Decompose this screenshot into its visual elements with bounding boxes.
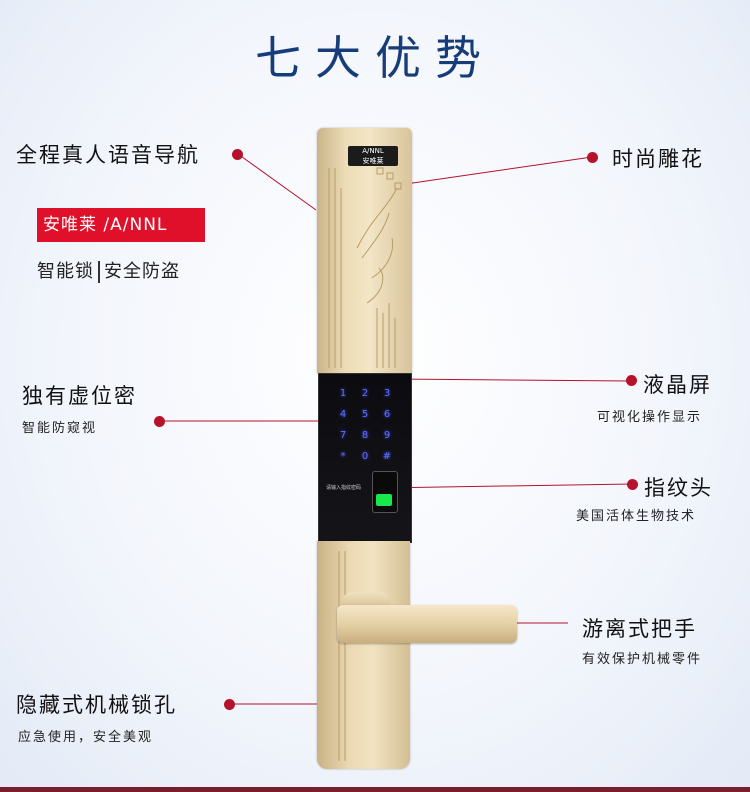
lock-lower-body bbox=[317, 541, 410, 769]
keypad-key: # bbox=[382, 451, 392, 462]
lcd-keypad-panel bbox=[318, 373, 412, 543]
feature-fingerprint-sub: 美国活体生物技术 bbox=[576, 509, 697, 524]
feature-fingerprint-dot bbox=[627, 479, 638, 490]
carving-pattern bbox=[328, 167, 402, 368]
feature-virtual-dot bbox=[154, 416, 165, 427]
brand-separator bbox=[98, 261, 100, 283]
keypad-key: 8 bbox=[361, 430, 369, 441]
feature-carving-dot bbox=[587, 152, 598, 163]
feature-keyhole-label: 隐藏式机械锁孔 bbox=[16, 693, 177, 717]
feature-fingerprint-label: 指纹头 bbox=[644, 476, 713, 500]
keypad-key: 2 bbox=[361, 388, 369, 399]
keypad-key: 0 bbox=[361, 451, 369, 462]
lock-logo: A/NNL 安唯莱 bbox=[350, 146, 396, 166]
keypad: 1 2 3 4 5 6 7 8 9 * 0 # bbox=[332, 388, 398, 462]
lock-logo-brand: A/NNL bbox=[362, 147, 384, 155]
feature-keyhole-sub: 应急使用，安全美观 bbox=[18, 730, 154, 745]
feature-virtual-sub: 智能防窥视 bbox=[22, 421, 98, 436]
keypad-key: 3 bbox=[383, 388, 391, 399]
lower-pattern bbox=[338, 551, 346, 761]
brand-slogan-left: 智能锁 bbox=[37, 261, 94, 282]
lock-logo-name: 安唯莱 bbox=[362, 157, 384, 165]
lock-handle bbox=[337, 605, 517, 643]
keypad-key: 9 bbox=[383, 430, 391, 441]
brand-banner: 安唯莱 /A/NNL bbox=[37, 208, 205, 242]
feature-virtual-label: 独有虚位密 bbox=[22, 384, 137, 408]
bottom-rule bbox=[0, 787, 750, 792]
feature-keyhole-dot bbox=[224, 699, 235, 710]
keypad-key: 4 bbox=[339, 409, 347, 420]
lock-upper-body bbox=[317, 128, 412, 373]
fingerprint-sensor bbox=[372, 471, 398, 513]
feature-lcd-dot bbox=[626, 375, 637, 386]
keypad-key: 6 bbox=[383, 409, 391, 420]
feature-voice-dot bbox=[232, 149, 243, 160]
feature-carving-label: 时尚雕花 bbox=[612, 147, 704, 171]
keypad-key: 7 bbox=[339, 430, 347, 441]
fingerprint-hint: 请输入指纹密码 bbox=[326, 485, 362, 491]
feature-handle-sub: 有效保护机械零件 bbox=[582, 652, 703, 667]
keypad-key: 5 bbox=[361, 409, 369, 420]
brand-slogan-right: 安全防盗 bbox=[104, 261, 180, 282]
feature-voice-label: 全程真人语音导航 bbox=[16, 143, 200, 167]
fingerprint-glow bbox=[376, 494, 392, 506]
feature-handle-label: 游离式把手 bbox=[582, 617, 697, 641]
keypad-key: 1 bbox=[339, 388, 347, 399]
brand-slogan: 智能锁安全防盗 bbox=[37, 257, 212, 283]
lock-logo-plate bbox=[348, 146, 398, 166]
feature-lcd-label: 液晶屏 bbox=[643, 373, 712, 397]
page-title: 七大优势 bbox=[255, 31, 495, 85]
keypad-key: * bbox=[340, 451, 346, 462]
feature-lcd-sub: 可视化操作显示 bbox=[597, 410, 703, 425]
